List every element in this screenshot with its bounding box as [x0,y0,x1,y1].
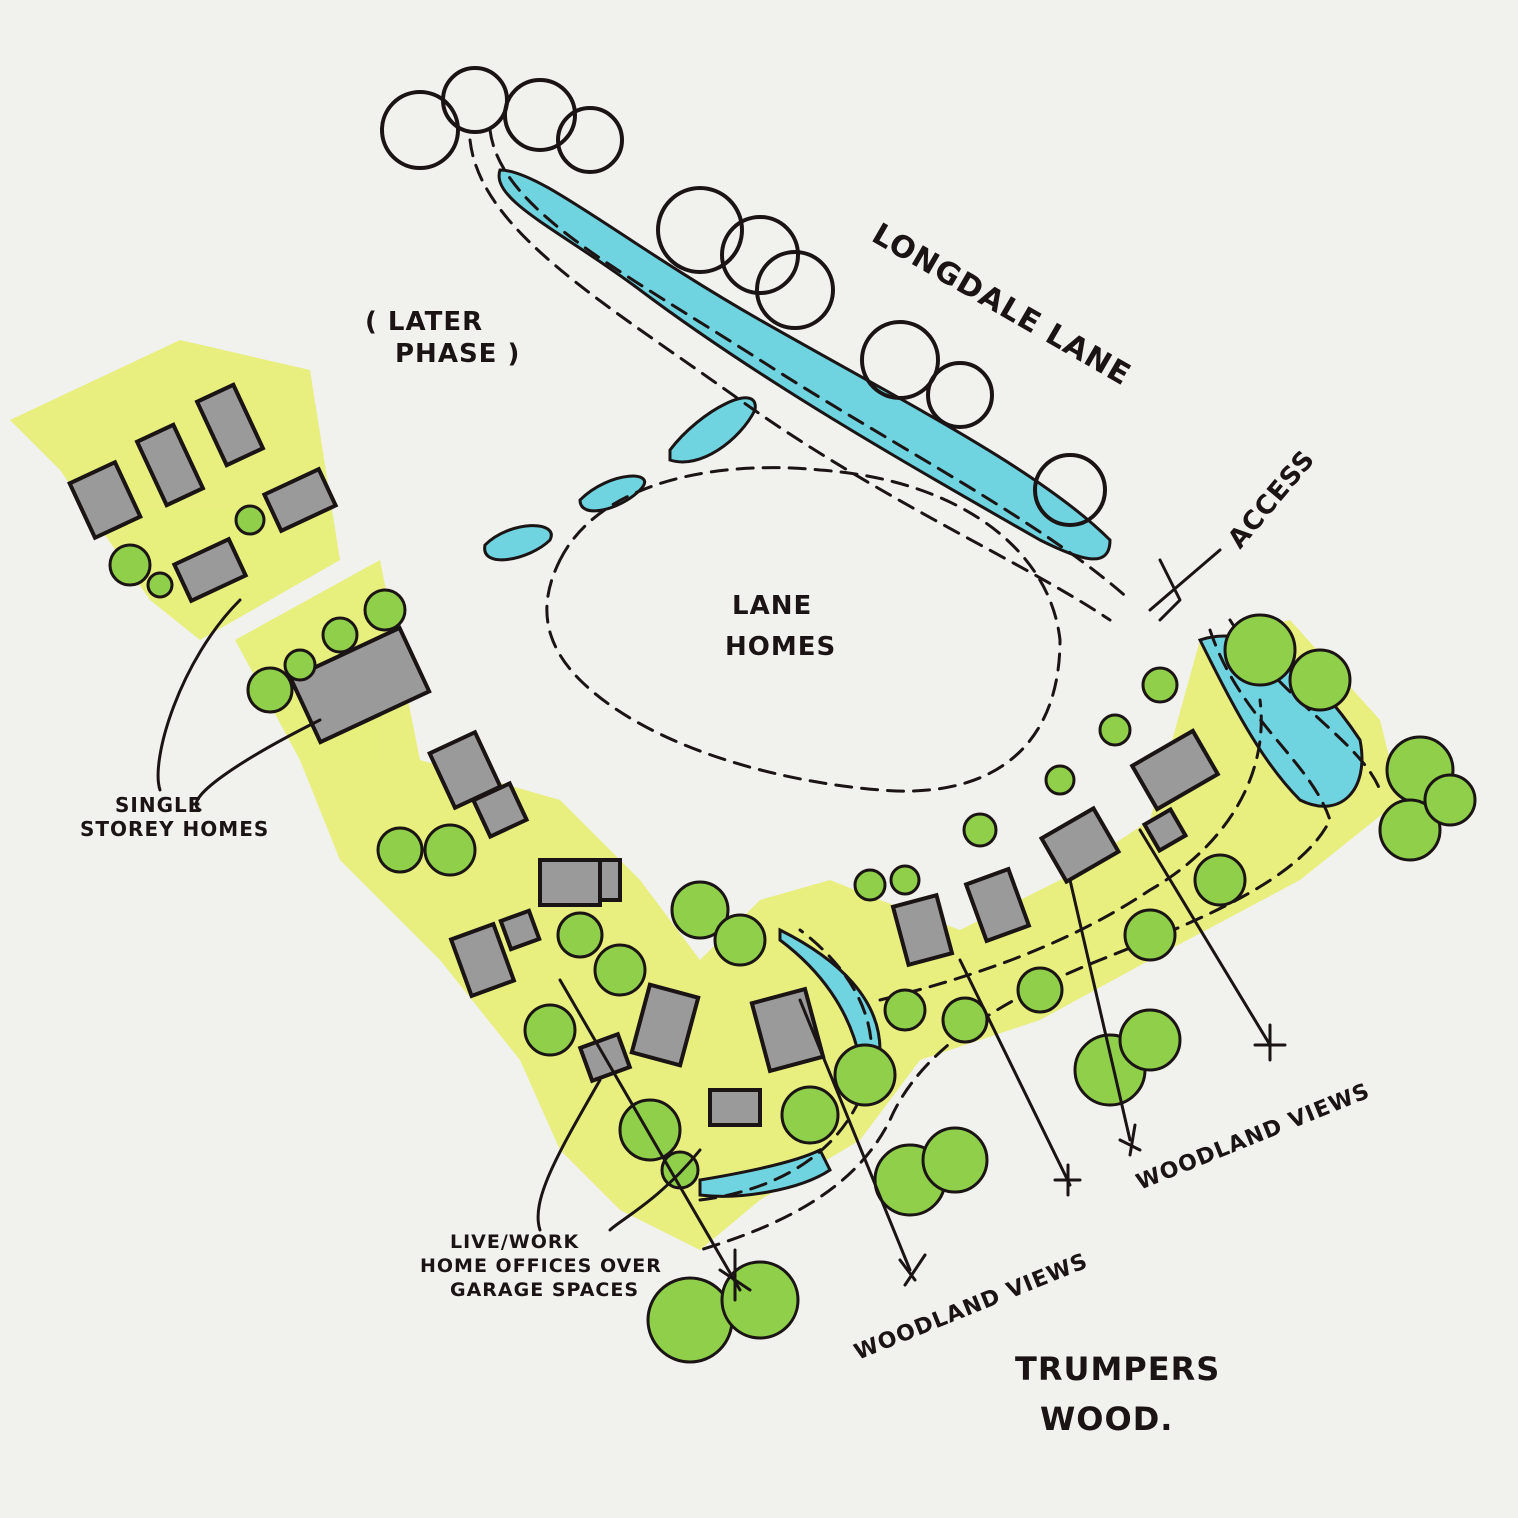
building-footprint [1129,728,1221,812]
tree-outline-icon [503,78,577,152]
building-footprint [288,625,432,745]
tree-icon [376,826,424,874]
later-phase-label: ( LATER [365,307,483,337]
tree-icon [720,1260,800,1340]
woodland-views-label: WOODLAND VIEWS [851,1249,1092,1366]
tree-icon [1378,798,1442,862]
tree-icon [283,648,317,682]
tree-icon [833,1043,897,1107]
tree-icon [921,1126,989,1194]
building-footprint [498,908,542,952]
tree-icon [713,913,767,967]
building-footprint [1038,805,1122,885]
access-label: ACCESS [1222,445,1321,555]
tree-icon [853,868,887,902]
tree-icon [234,504,266,536]
building-footprint [963,866,1032,944]
tree-icon [670,880,730,940]
building-footprint [171,536,249,604]
live-work-label: HOME OFFICES OVER [420,1255,662,1277]
tree-outline-icon [755,250,835,330]
tree-icon [423,823,477,877]
building-footprint [470,780,530,840]
building-footprint [448,921,517,999]
tree-icon [1098,713,1132,747]
trees [108,66,1477,1364]
tree-icon [593,943,647,997]
trumpers-wood-label: WOOD. [1040,1400,1173,1438]
tree-icon [889,864,921,896]
tree-icon [1193,853,1247,907]
tree-icon [1288,648,1352,712]
tree-icon [883,988,927,1032]
tree-icon [618,1098,682,1162]
tree-icon [246,666,294,714]
tree-icon [146,571,174,599]
building-footprint [134,422,206,508]
tree-icon [962,812,998,848]
live-work-label: LIVE/WORK [450,1231,580,1253]
building-footprint [194,382,266,468]
tree-outline-icon [926,361,994,429]
tree-icon [321,616,359,654]
tree-outline-icon [1033,453,1107,527]
building-footprint [708,1088,762,1127]
tree-icon [1118,1008,1182,1072]
tree-icon [523,1003,577,1057]
tree-icon [1223,613,1297,687]
tree-icon [1016,966,1064,1014]
tree-outline-icon [441,66,509,134]
landscape-areas [10,340,1400,1250]
tree-icon [1423,773,1477,827]
single-storey-homes-label: SINGLE [115,793,202,817]
building-footprint [890,892,955,968]
tree-icon [363,588,407,632]
tree-outline-icon [380,90,460,170]
tree-icon [1044,764,1076,796]
tree-icon [941,996,989,1044]
buildings [67,382,1221,1127]
building-footprint [1141,806,1189,854]
live-work-label: GARAGE SPACES [450,1279,639,1301]
lane-homes-label: LANE [732,591,812,621]
tree-outline-icon [656,186,744,274]
view-arrows [156,548,1287,1302]
trumpers-wood-label: TRUMPERS [1015,1350,1220,1388]
road-label: LONGDALE LANE [866,217,1137,394]
tree-outline-icon [556,106,624,174]
tree-icon [108,543,152,587]
tree-icon [780,1085,840,1145]
tree-icon [556,911,604,959]
building-footprint [67,459,143,541]
building-footprint [261,466,339,534]
building-footprint [629,982,701,1068]
woodland-views-label: WOODLAND VIEWS [1133,1079,1374,1196]
tree-icon [646,1276,734,1364]
single-storey-homes-label: STOREY HOMES [80,817,269,841]
building-footprint [598,858,622,902]
tree-outline-icon [860,320,940,400]
lane-homes-label: HOMES [725,632,836,662]
later-phase-label: PHASE ) [395,339,520,369]
tree-icon [1141,666,1179,704]
tree-outline-icon [720,215,800,295]
building-footprint [538,858,602,907]
tree-icon [1123,908,1177,962]
